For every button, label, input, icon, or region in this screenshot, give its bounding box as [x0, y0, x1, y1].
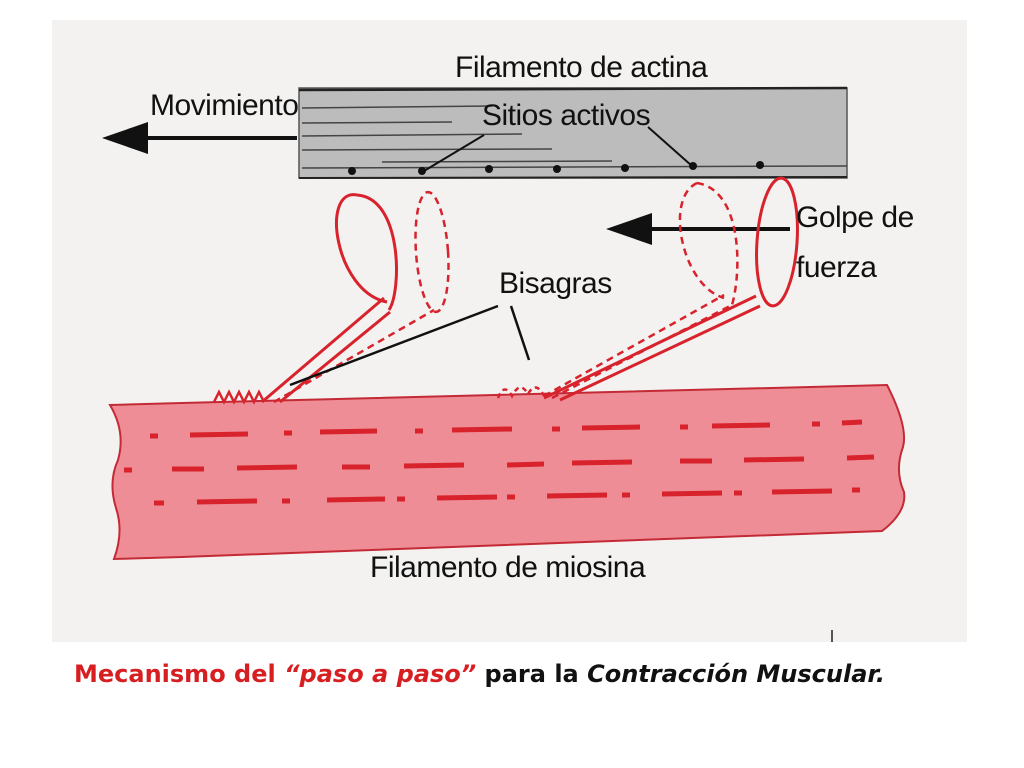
myosin-head-right: [496, 176, 799, 402]
hinge-bumps-right: [496, 386, 546, 399]
actin-filament: [298, 86, 848, 179]
active-site-dot: [621, 164, 629, 172]
active-sites-pointer: [647, 126, 693, 167]
power-stroke-label-line1: Golpe de: [796, 201, 914, 234]
active-site-dot: [418, 167, 426, 175]
power-stroke-label-line2: fuerza: [796, 251, 877, 284]
active-site-dots: [348, 161, 764, 175]
myosin-filament: [108, 383, 906, 561]
caption-part-1: Mecanismo del: [74, 660, 285, 688]
active-site-dot: [553, 165, 561, 173]
power-stroke-arrow: [606, 213, 790, 245]
active-site-dot: [348, 167, 356, 175]
diagram-canvas: [102, 86, 906, 642]
myosin-head-left: [212, 190, 450, 405]
caption-part-4: Contracción Muscular.: [587, 660, 885, 688]
caption-part-3: para la: [476, 660, 588, 688]
hinges-label: Bisagras: [499, 267, 612, 300]
hinges-pointer: [289, 304, 499, 387]
caption-part-2: “paso a paso”: [284, 660, 477, 688]
actin-filament-body: [298, 87, 848, 179]
myosin-dashes: [124, 419, 875, 506]
actin-filament-label: Filamento de actina: [455, 51, 708, 84]
active-sites-pointer: [423, 134, 485, 172]
active-sites-label: Sitios activos: [482, 99, 651, 132]
hinges-pointer: [509, 305, 531, 361]
sliding-filament-diagram: Filamento de actina Movimiento Sitios ac…: [52, 20, 967, 642]
active-site-dot: [485, 165, 493, 173]
myosin-filament-label: Filamento de miosina: [370, 551, 646, 584]
actin-strand-lines: [301, 105, 848, 169]
active-site-dot: [756, 161, 764, 169]
figure-caption: Mecanismo del “paso a paso” para la Cont…: [74, 660, 885, 688]
hinge-bumps-left: [212, 389, 266, 405]
myosin-filament-body: [108, 383, 906, 561]
movement-label: Movimiento: [150, 89, 299, 122]
movement-arrow: [102, 122, 297, 154]
